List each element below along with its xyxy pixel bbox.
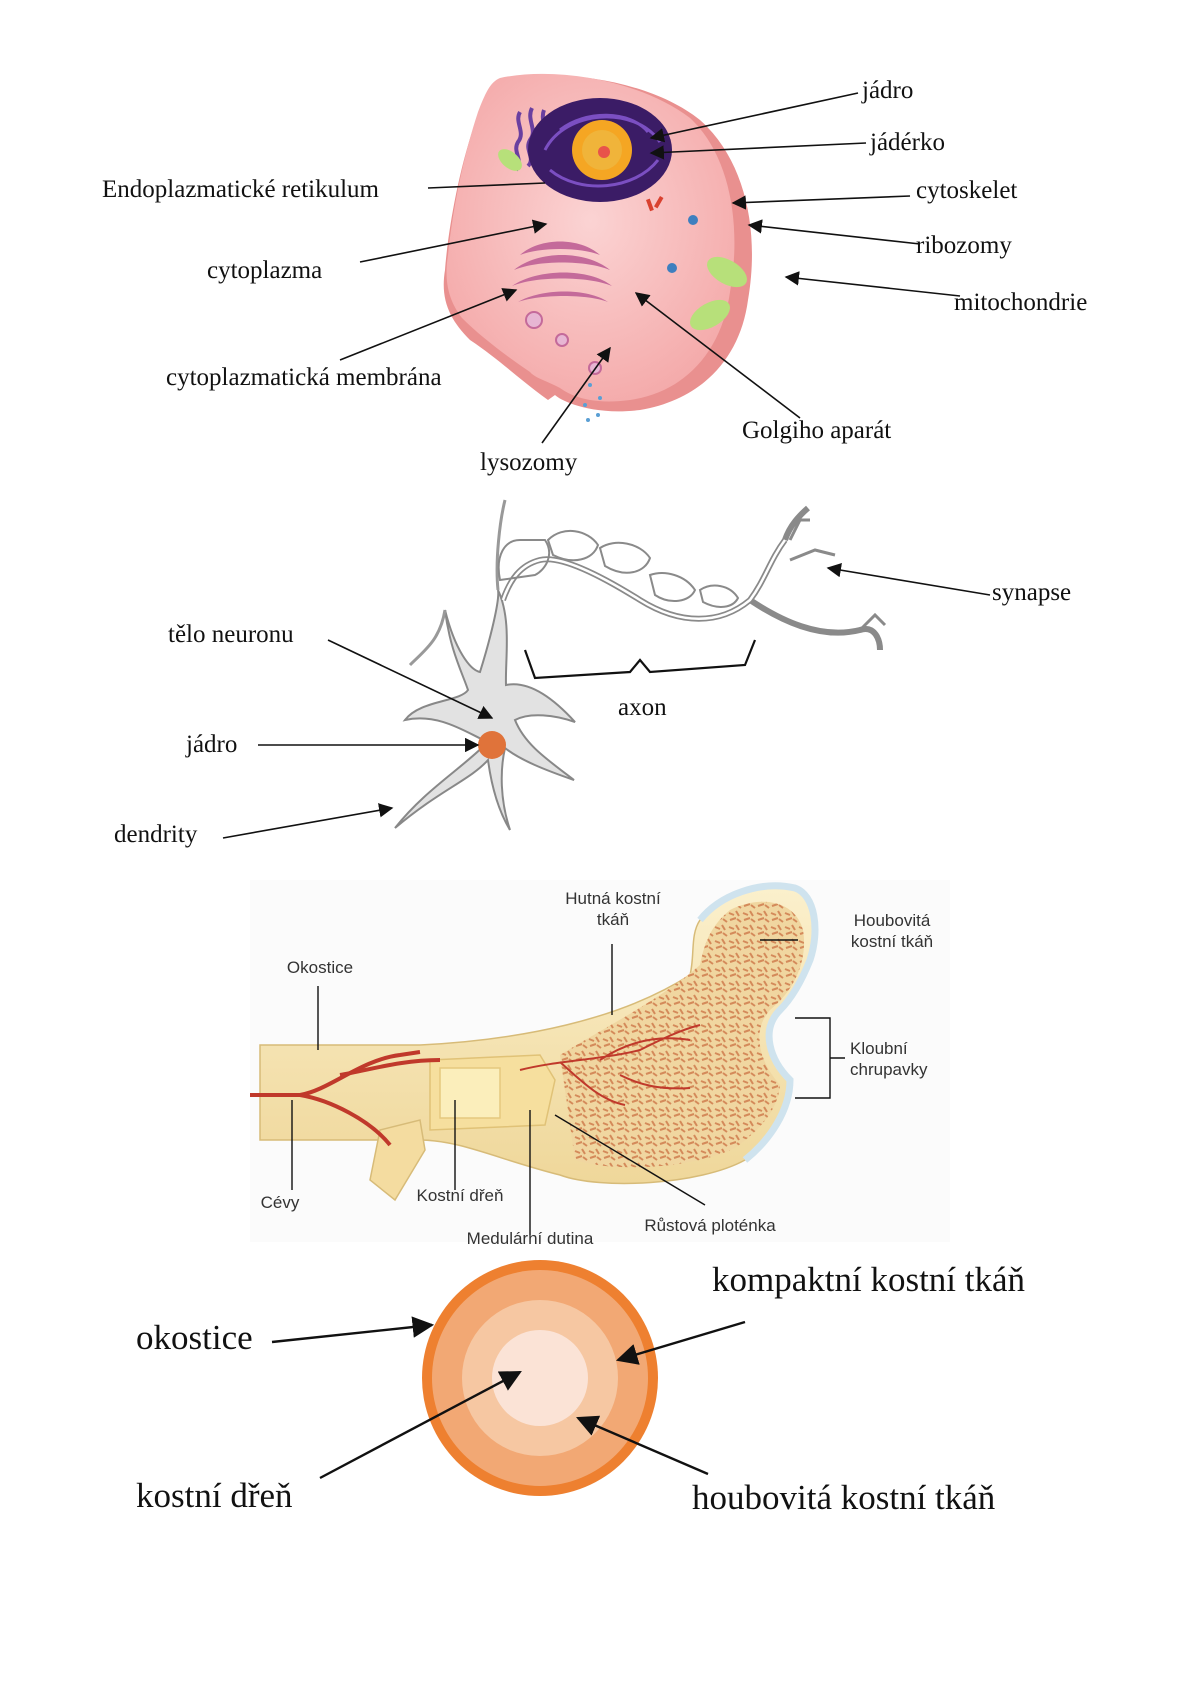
label-golgi: Golgiho aparát — [742, 417, 892, 444]
bone-leader-lines — [291, 939, 845, 1235]
label-cartilage: Kloubní chrupavky — [850, 1038, 927, 1081]
neuron-body — [394, 589, 576, 831]
label-cs-compact: kompaktní kostní tkáň — [712, 1260, 1026, 1299]
label-lysosomes: lysozomy — [480, 449, 578, 476]
label-cs-spongy: houbovitá kostní tkáň — [692, 1478, 996, 1517]
label-compact-bone: Hutná kostní tkáň — [538, 888, 688, 931]
label-neuron-body: tělo neuronu — [168, 621, 294, 648]
bone-cross-section — [422, 1260, 658, 1496]
label-cytoplasm: cytoplazma — [207, 257, 323, 284]
axon-shape — [500, 505, 883, 651]
label-neuron-nucleus: jádro — [186, 731, 238, 758]
neuron — [394, 499, 887, 831]
blood-vessels — [250, 1050, 441, 1147]
cartilage-shape — [697, 882, 819, 1163]
cell-leader-lines — [339, 92, 961, 444]
label-cytoskeleton: cytoskelet — [916, 177, 1018, 204]
label-cartilage-line1: Kloubní — [850, 1039, 908, 1058]
label-cs-marrow: kostní dřeň — [136, 1476, 293, 1515]
label-synapse: synapse — [992, 579, 1072, 606]
label-vessels: Cévy — [260, 1193, 300, 1212]
label-ribosomes: ribozomy — [916, 232, 1012, 259]
label-spongy-bone-line2: kostní tkáň — [850, 932, 934, 952]
label-cell-membrane: cytoplazmatická membrána — [166, 364, 442, 391]
long-bone — [250, 880, 950, 1242]
label-medullary-cavity: Medulární dutina — [466, 1229, 594, 1248]
neuron-leader-lines — [222, 563, 991, 839]
golgi-shape — [512, 241, 612, 302]
spongy-bone — [560, 901, 805, 1168]
label-nucleolus: jádérko — [870, 129, 945, 156]
label-compact-bone-line1: Hutná kostní — [565, 889, 661, 908]
label-compact-bone-line2: tkáň — [596, 910, 630, 930]
label-endoplasmic-reticulum: Endoplazmatické retikulum — [102, 176, 379, 203]
label-axon: axon — [618, 694, 667, 721]
label-cs-periosteum: okostice — [136, 1318, 253, 1357]
label-cartilage-line2: chrupavky — [850, 1060, 928, 1080]
label-periosteum: Okostice — [286, 958, 354, 977]
label-dendrites: dendrity — [114, 821, 198, 848]
marrow-core — [492, 1330, 588, 1426]
mitochondrion-shape — [707, 256, 747, 288]
label-mitochondria: mitochondrie — [954, 289, 1088, 316]
label-spongy-bone-line1: Houbovitá — [853, 911, 931, 930]
cross-section-leader-lines — [271, 1316, 746, 1480]
neuron-nucleus — [478, 731, 506, 759]
myelin-sheath — [497, 529, 740, 608]
label-nucleus: jádro — [862, 77, 914, 104]
label-bone-marrow: Kostní dřeň — [416, 1186, 504, 1205]
label-growth-plate: Růstová ploténka — [644, 1216, 776, 1235]
label-spongy-bone: Houbovitá kostní tkáň — [832, 910, 952, 953]
